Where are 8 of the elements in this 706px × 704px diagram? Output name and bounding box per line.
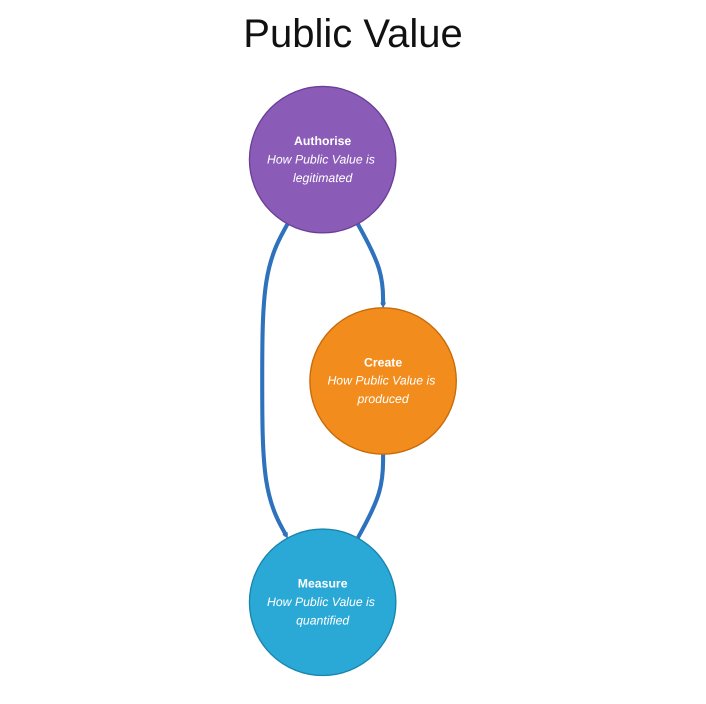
- node-circle: [248, 85, 397, 234]
- connector: [356, 454, 386, 539]
- node-circle: [309, 306, 458, 454]
- arrow: [260, 222, 290, 538]
- cycle-diagram: Authorise How Public Value is legitimated Create How Public Value is produced Measure How Public Value is quantified: [244, 80, 462, 680]
- center-label: Public Value: [243, 12, 463, 56]
- node-circle: [248, 528, 397, 676]
- arrow: [356, 222, 386, 308]
